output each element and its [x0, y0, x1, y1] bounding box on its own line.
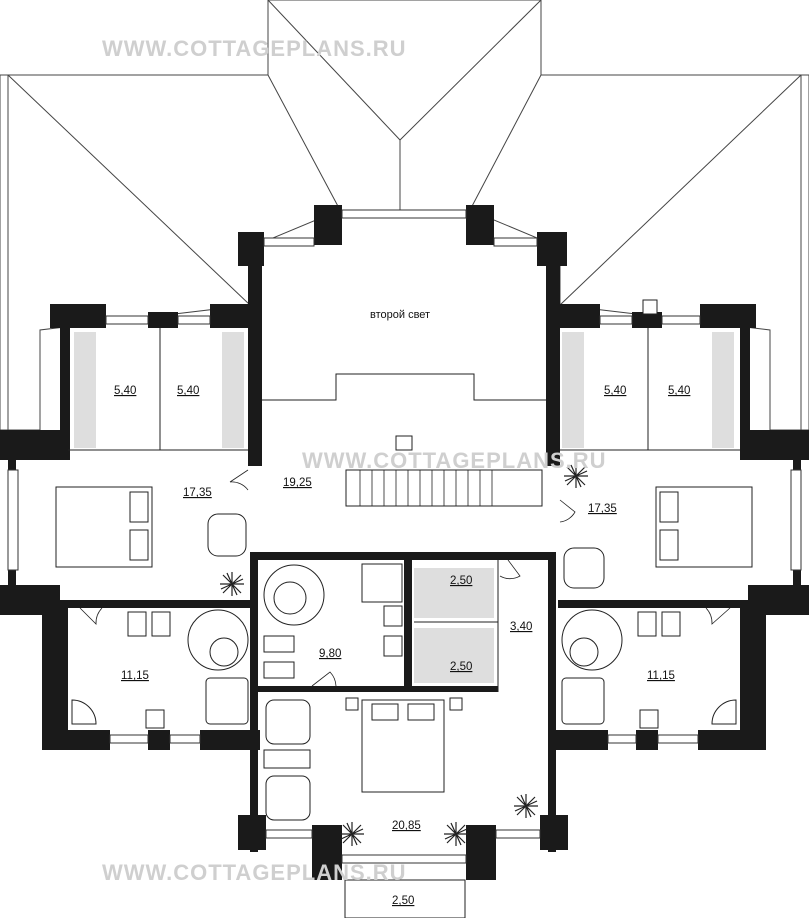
- shower-icon-center: [361, 563, 403, 603]
- fireplace-icon: [395, 435, 413, 451]
- furniture: [55, 486, 753, 821]
- chair-icon-left: [207, 513, 247, 557]
- chair-icon-right: [563, 547, 605, 589]
- area-master-bedroom: 20,85: [392, 820, 421, 832]
- area-bath-center: 9,80: [319, 648, 341, 660]
- toilet-icon-right: [637, 611, 657, 637]
- plant-icon: [564, 464, 588, 488]
- area-closet-right-2: 5,40: [668, 385, 690, 397]
- area-closet-right-1: 5,40: [604, 385, 626, 397]
- area-bath-right: 11,15: [647, 670, 675, 682]
- toilet-icon-left: [127, 611, 147, 637]
- area-storage-bottom: 2,50: [450, 661, 472, 673]
- area-hall: 19,25: [283, 477, 312, 489]
- plant-icon: [340, 822, 364, 846]
- plant-icon: [444, 822, 468, 846]
- armchair-icon-2: [265, 775, 311, 821]
- shower-icon-right: [561, 677, 605, 725]
- area-closet-left-1: 5,40: [114, 385, 136, 397]
- stair-void: [262, 299, 658, 507]
- shower-icon-left: [205, 677, 249, 725]
- toilet-icon-center: [263, 635, 295, 653]
- area-bath-left: 11,15: [121, 670, 149, 682]
- plant-icon: [220, 572, 244, 596]
- area-storage-top: 2,50: [450, 575, 472, 587]
- sink-corner-icon-left: [71, 699, 97, 725]
- armchair-icon-1: [265, 699, 311, 745]
- sink-icon-center-1: [383, 605, 403, 627]
- area-balcony: 2,50: [392, 895, 414, 907]
- watermark-middle: WWW.COTTAGEPLANS.RU: [302, 448, 607, 473]
- closet-shelving: [74, 328, 734, 692]
- plants: [220, 464, 588, 846]
- bidet-icon-right: [661, 611, 681, 637]
- walls: [0, 205, 809, 918]
- watermark-bottom: WWW.COTTAGEPLANS.RU: [102, 860, 407, 885]
- second-light-label: второй свет: [370, 309, 430, 321]
- sink-corner-icon-right: [711, 699, 737, 725]
- sink-icon-center-2: [383, 635, 403, 657]
- area-closet-left-2: 5,40: [177, 385, 199, 397]
- area-bedroom-left: 17,35: [183, 487, 212, 499]
- watermark-top: WWW.COTTAGEPLANS.RU: [102, 36, 407, 61]
- area-corridor: 3,40: [510, 621, 532, 633]
- area-bedroom-right: 17,35: [588, 503, 617, 515]
- chimney-icon: [642, 299, 658, 315]
- doors: [79, 469, 731, 687]
- bidet-icon-center: [263, 661, 295, 679]
- bidet-icon-left: [151, 611, 171, 637]
- plant-icon: [514, 794, 538, 818]
